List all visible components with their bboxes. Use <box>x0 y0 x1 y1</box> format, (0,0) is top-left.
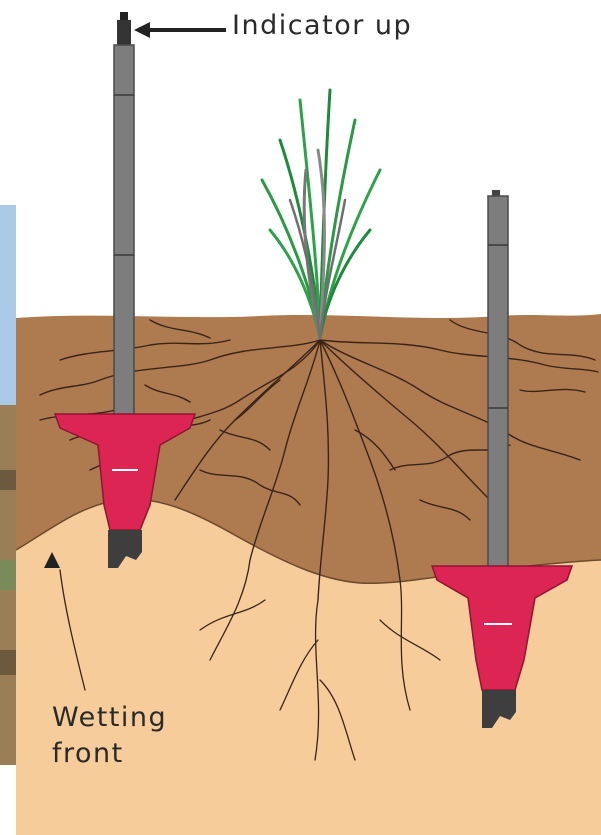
indicator-up-label: Indicator up <box>232 12 412 39</box>
wetting-front-label-line1: Wetting <box>52 704 167 731</box>
wetting-front-label-line2: front <box>52 740 124 767</box>
background-photo-strip <box>0 205 16 765</box>
grass-tuft <box>262 90 380 338</box>
indicator-arrow-icon <box>134 22 226 38</box>
